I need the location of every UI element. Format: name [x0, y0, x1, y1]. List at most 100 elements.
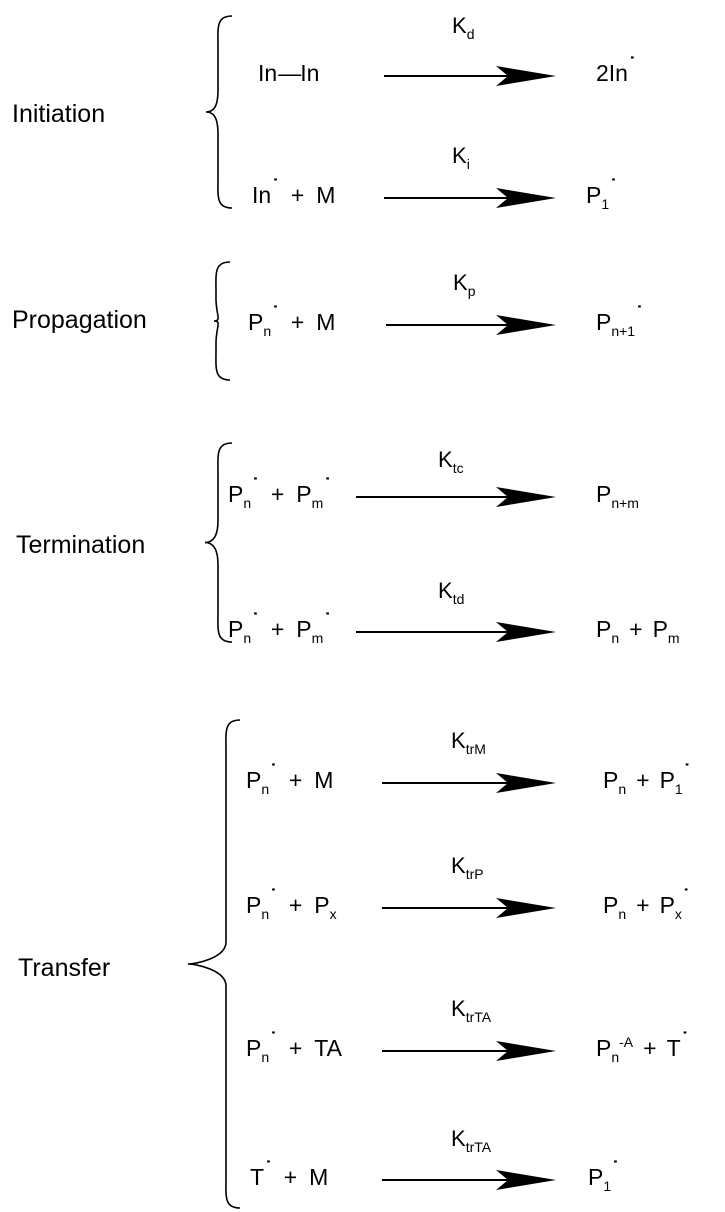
reaction-arrowhead — [496, 773, 556, 793]
radical-dot: ˙ — [270, 1029, 277, 1051]
curly-brace — [205, 15, 233, 209]
reaction-arrowhead — [496, 487, 556, 507]
species-symbol: In — [258, 60, 278, 86]
radical-dot: ˙ — [628, 54, 636, 76]
reactants: Pn˙+Px — [246, 887, 337, 921]
species-symbol: P — [314, 892, 330, 918]
plus-sign: + — [636, 892, 650, 918]
products: P1˙ — [586, 177, 617, 211]
rate-constant: KtrP — [451, 853, 484, 881]
species-subscript: n+m — [611, 495, 639, 511]
radical-dot: ˙ — [636, 303, 643, 325]
species-symbol: K — [451, 996, 466, 1021]
rate-constant: KtrM — [451, 728, 486, 757]
stage-label: Transfer — [18, 954, 111, 982]
species-symbol: P — [652, 616, 668, 642]
plus-sign: + — [290, 182, 305, 208]
species-subscript: trM — [465, 741, 486, 757]
species-subscript: x — [674, 906, 682, 922]
species-subscript: n — [243, 495, 252, 511]
species-symbol: T — [666, 1035, 681, 1061]
rate-constant: KtrTA — [451, 1126, 492, 1155]
species-subscript: n — [618, 906, 627, 922]
species-symbol: TA — [314, 1035, 342, 1061]
radical-dot: ˙ — [272, 176, 279, 198]
radical-dot: ˙ — [252, 475, 259, 497]
species-symbol: P — [596, 309, 612, 335]
reaction-arrowhead — [496, 622, 556, 642]
plus-sign: + — [283, 1164, 298, 1190]
curly-brace — [204, 442, 233, 643]
reactants: Pn˙+Pm˙ — [228, 476, 331, 510]
products: P1˙ — [588, 1159, 619, 1193]
plus-sign: + — [643, 1035, 657, 1061]
species-subscript: i — [466, 156, 470, 172]
reactants: In˙+M — [252, 177, 335, 208]
rate-constant: KtrTA — [451, 996, 491, 1024]
rate-constant: Ktc — [438, 447, 464, 476]
products: Pn-A+T˙ — [596, 1030, 688, 1064]
curly-brace — [187, 719, 241, 1209]
species-symbol: P — [246, 892, 262, 918]
species-symbol: K — [451, 1126, 466, 1151]
species-symbol: K — [452, 143, 467, 168]
radical-dot: ˙ — [682, 886, 690, 908]
species-symbol: P — [596, 481, 612, 507]
species-symbol: P — [596, 1035, 612, 1061]
species-symbol: K — [453, 270, 468, 295]
reactants: Pn˙+M — [248, 304, 335, 338]
products: Pn+1˙ — [596, 304, 643, 338]
radical-dot: ˙ — [324, 610, 331, 632]
species-subscript: n — [243, 630, 252, 646]
species-subscript: n — [611, 630, 620, 646]
plus-sign: + — [288, 892, 303, 918]
rate-constant: Ktd — [438, 578, 465, 607]
radical-dot: ˙ — [612, 1158, 619, 1180]
species-symbol: K — [451, 853, 466, 878]
reactants: Pn˙+Pm˙ — [228, 611, 331, 645]
radical-dot: ˙ — [610, 176, 617, 198]
species-symbol: P — [246, 767, 262, 793]
radical-dot: ˙ — [272, 303, 279, 325]
products: Pn+Px˙ — [603, 887, 690, 921]
species-symbol: In — [252, 182, 272, 208]
species-subscript: n — [263, 323, 272, 339]
species-subscript: m — [667, 630, 680, 646]
rate-constant: Ki — [452, 143, 470, 172]
species-symbol: P — [659, 767, 675, 793]
species-symbol: P — [248, 309, 264, 335]
plus-sign: + — [288, 1035, 303, 1061]
species-symbol: M — [314, 767, 334, 793]
products: Pn+P1˙ — [603, 762, 690, 796]
species-subscript: td — [452, 591, 465, 607]
plus-sign: + — [290, 309, 305, 335]
species-symbol: P — [588, 1164, 604, 1190]
reaction-arrowhead — [496, 66, 556, 86]
species-symbol: T — [250, 1164, 265, 1190]
species-subscript: tc — [452, 460, 464, 476]
species-subscript: trTA — [465, 1139, 492, 1155]
reaction-arrowhead — [496, 1170, 556, 1190]
reactants: In—In — [258, 60, 319, 86]
curly-brace — [213, 261, 231, 381]
species-symbol: P — [296, 481, 312, 507]
radical-dot: ˙ — [681, 1029, 689, 1051]
reaction-arrowhead — [496, 1041, 556, 1061]
products: Pn+m — [596, 481, 639, 510]
species-superscript: -A — [619, 1034, 634, 1050]
species-subscript: p — [467, 283, 476, 299]
species-subscript: n — [261, 781, 270, 797]
species-symbol: P — [586, 182, 602, 208]
reactants: Pn˙+M — [246, 762, 334, 796]
species-subscript: m — [311, 630, 324, 646]
species-symbol: 2In — [596, 60, 628, 86]
species-subscript: x — [329, 906, 337, 922]
species-symbol: P — [596, 616, 612, 642]
species-subscript: n — [261, 1049, 270, 1065]
radical-dot: ˙ — [252, 610, 259, 632]
reactants: T˙+M — [250, 1159, 328, 1190]
plus-sign: + — [636, 767, 650, 793]
radical-dot: ˙ — [270, 761, 277, 783]
plus-sign: + — [270, 616, 285, 642]
